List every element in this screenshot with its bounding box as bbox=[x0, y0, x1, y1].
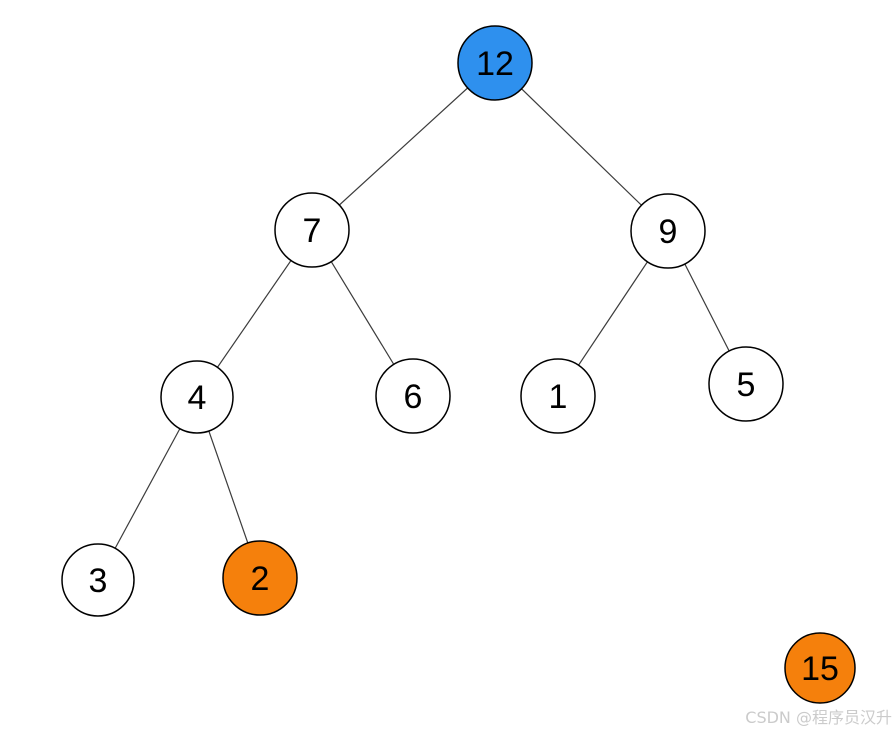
tree-node-4: 4 bbox=[160, 360, 234, 434]
tree-node-12: 12 bbox=[457, 25, 533, 101]
node-circle-1 bbox=[520, 358, 596, 434]
tree-node-7: 7 bbox=[274, 192, 350, 268]
node-circle-7 bbox=[274, 192, 350, 268]
node-label-5: 5 bbox=[737, 366, 756, 404]
node-label-3: 3 bbox=[89, 562, 108, 600]
node-circle-5 bbox=[708, 346, 784, 422]
tree-node-6: 6 bbox=[375, 358, 451, 434]
node-circle-6 bbox=[375, 358, 451, 434]
node-label-7: 7 bbox=[303, 212, 322, 250]
tree-node-5: 5 bbox=[708, 346, 784, 422]
node-label-2: 2 bbox=[251, 560, 270, 598]
node-circle-12 bbox=[457, 25, 533, 101]
node-circle-3 bbox=[61, 543, 135, 617]
tree-edge-12-9 bbox=[494, 62, 669, 232]
tree-node-1: 1 bbox=[520, 358, 596, 434]
node-label-15: 15 bbox=[801, 650, 839, 688]
node-circle-15 bbox=[784, 632, 856, 704]
tree-edge-12-7 bbox=[311, 62, 496, 231]
node-circle-2 bbox=[222, 540, 298, 616]
node-label-12: 12 bbox=[476, 45, 514, 83]
tree-node-3: 3 bbox=[61, 543, 135, 617]
node-label-4: 4 bbox=[188, 379, 207, 417]
csdn-watermark: CSDN @程序员汉升 bbox=[745, 708, 892, 727]
node-label-9: 9 bbox=[659, 213, 678, 251]
edges-layer bbox=[97, 62, 747, 581]
tree-node-15: 15 bbox=[784, 632, 856, 704]
node-circle-9 bbox=[630, 193, 706, 269]
tree-node-2: 2 bbox=[222, 540, 298, 616]
tree-node-9: 9 bbox=[630, 193, 706, 269]
node-label-1: 1 bbox=[549, 378, 568, 416]
node-label-6: 6 bbox=[404, 378, 423, 416]
node-circle-4 bbox=[160, 360, 234, 434]
